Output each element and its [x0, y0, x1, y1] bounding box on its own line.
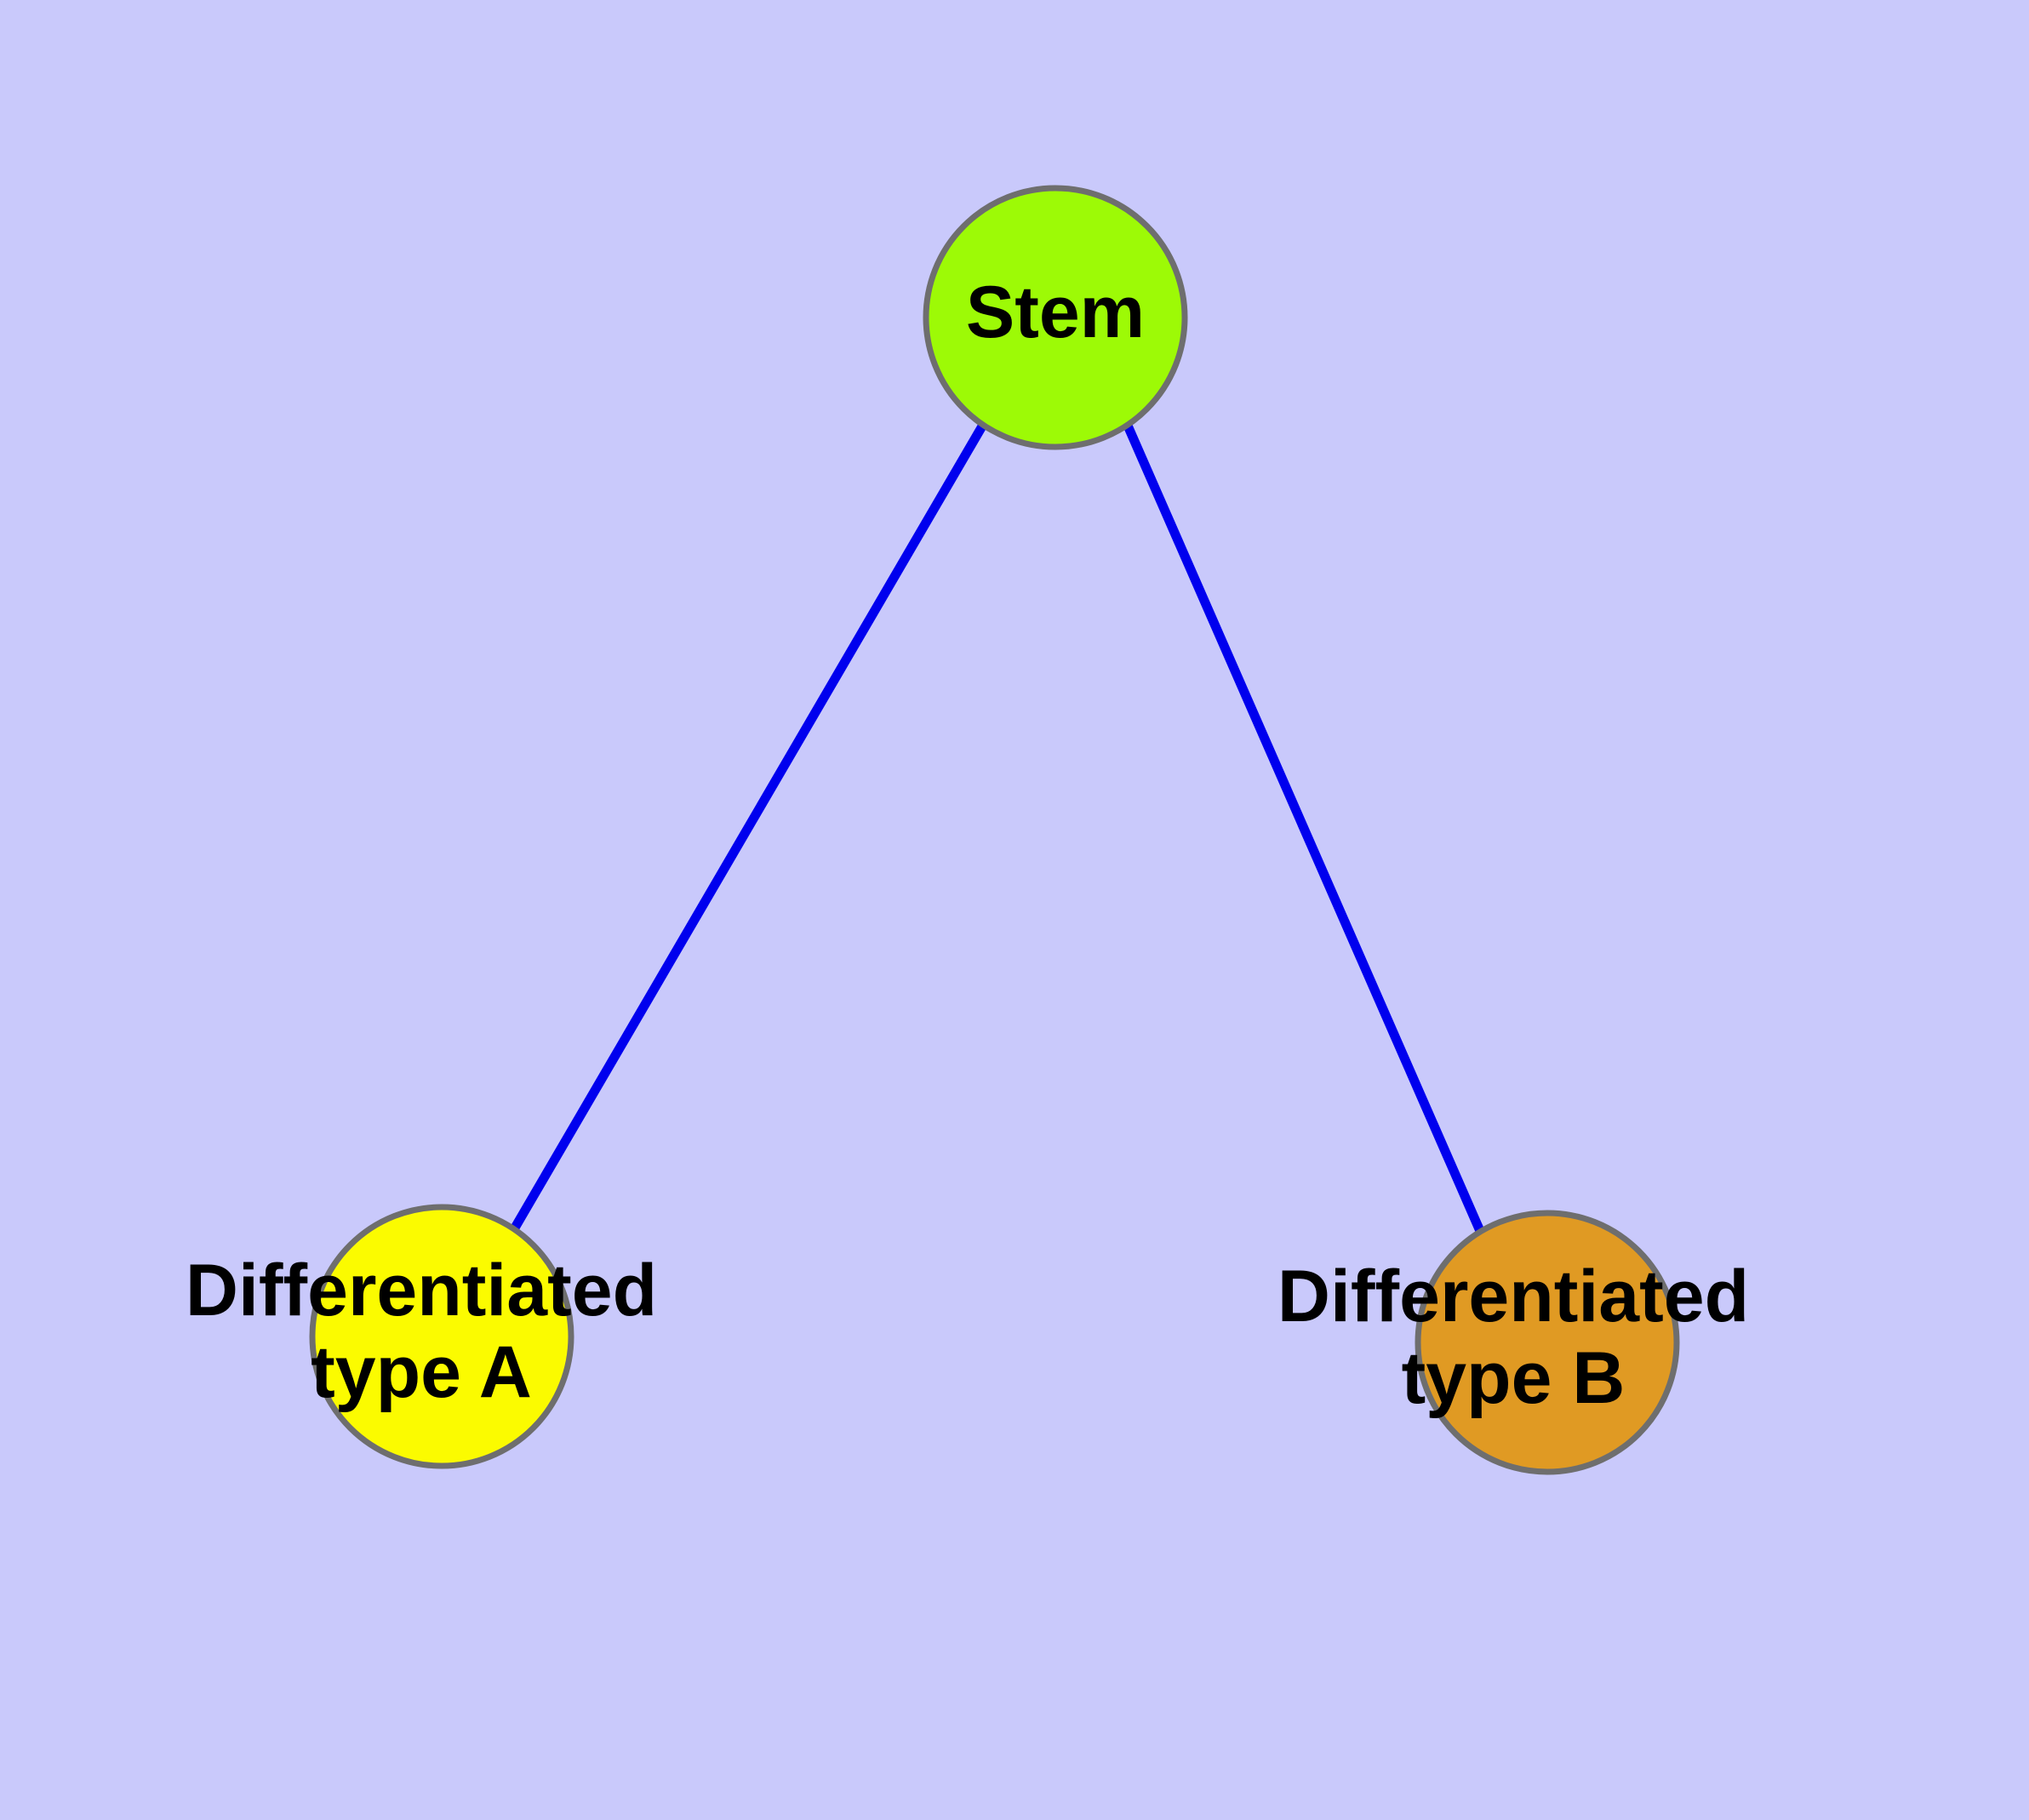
- graph-node-label-line: Differentiated: [186, 1250, 657, 1331]
- graph-node-label-line: Stem: [966, 272, 1145, 353]
- graph-edge-stem-to-type-b[interactable]: [1123, 423, 1485, 1233]
- graph-node-diff-type-b[interactable]: [1415, 1210, 1680, 1475]
- graph-node-diff-type-a[interactable]: [309, 1204, 574, 1469]
- graph-node-label-line: type B: [1402, 1337, 1626, 1419]
- graph-node-label-stem: Stem: [966, 272, 1145, 353]
- graph-node-label-line: Differentiated: [1277, 1256, 1749, 1337]
- graph-edge-stem-to-type-a[interactable]: [510, 422, 987, 1232]
- edges-layer: [510, 422, 1485, 1233]
- nodes-layer: [309, 185, 1680, 1475]
- graph-node-stem[interactable]: [923, 185, 1188, 450]
- graph-node-label-line: type A: [311, 1331, 532, 1413]
